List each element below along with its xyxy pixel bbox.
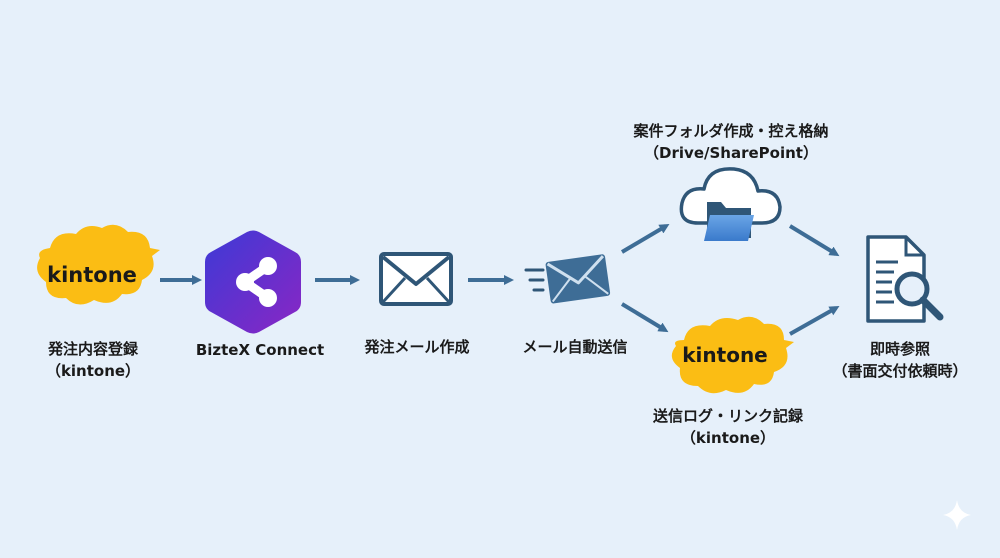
document-search-icon <box>866 235 944 323</box>
kintone-logo-text: kintone <box>47 263 137 287</box>
arrow-5 <box>620 302 669 333</box>
label-reference: 即時参照 （書面交付依頼時） <box>832 340 968 380</box>
biztex-connect-icon <box>205 230 301 334</box>
cloud-folder-icon <box>679 167 782 241</box>
flow-arrows <box>160 223 840 336</box>
mail-send-envelope-icon <box>524 254 611 304</box>
kintone-logo-icon: kintone <box>37 224 160 305</box>
label-folder: 案件フォルダ作成・控え格納 （Drive/SharePoint） <box>633 122 829 162</box>
kintone-log-logo-text: kintone <box>682 343 768 367</box>
mail-create-envelope-icon <box>379 252 453 306</box>
arrow-6 <box>788 224 840 257</box>
label-log: 送信ログ・リンク記録 （kintone） <box>652 407 804 447</box>
arrow-4 <box>620 223 670 254</box>
sparkle-icon <box>943 500 971 530</box>
label-mail-create: 発注メール作成 <box>364 338 470 356</box>
kintone-log-logo-icon: kintone <box>671 316 794 394</box>
label-order-registration: 発注内容登録 （kintone） <box>45 340 141 380</box>
label-mail-send: メール自動送信 <box>522 338 628 356</box>
label-biztex-connect: BizteX Connect <box>195 341 325 359</box>
arrow-7 <box>789 306 840 336</box>
